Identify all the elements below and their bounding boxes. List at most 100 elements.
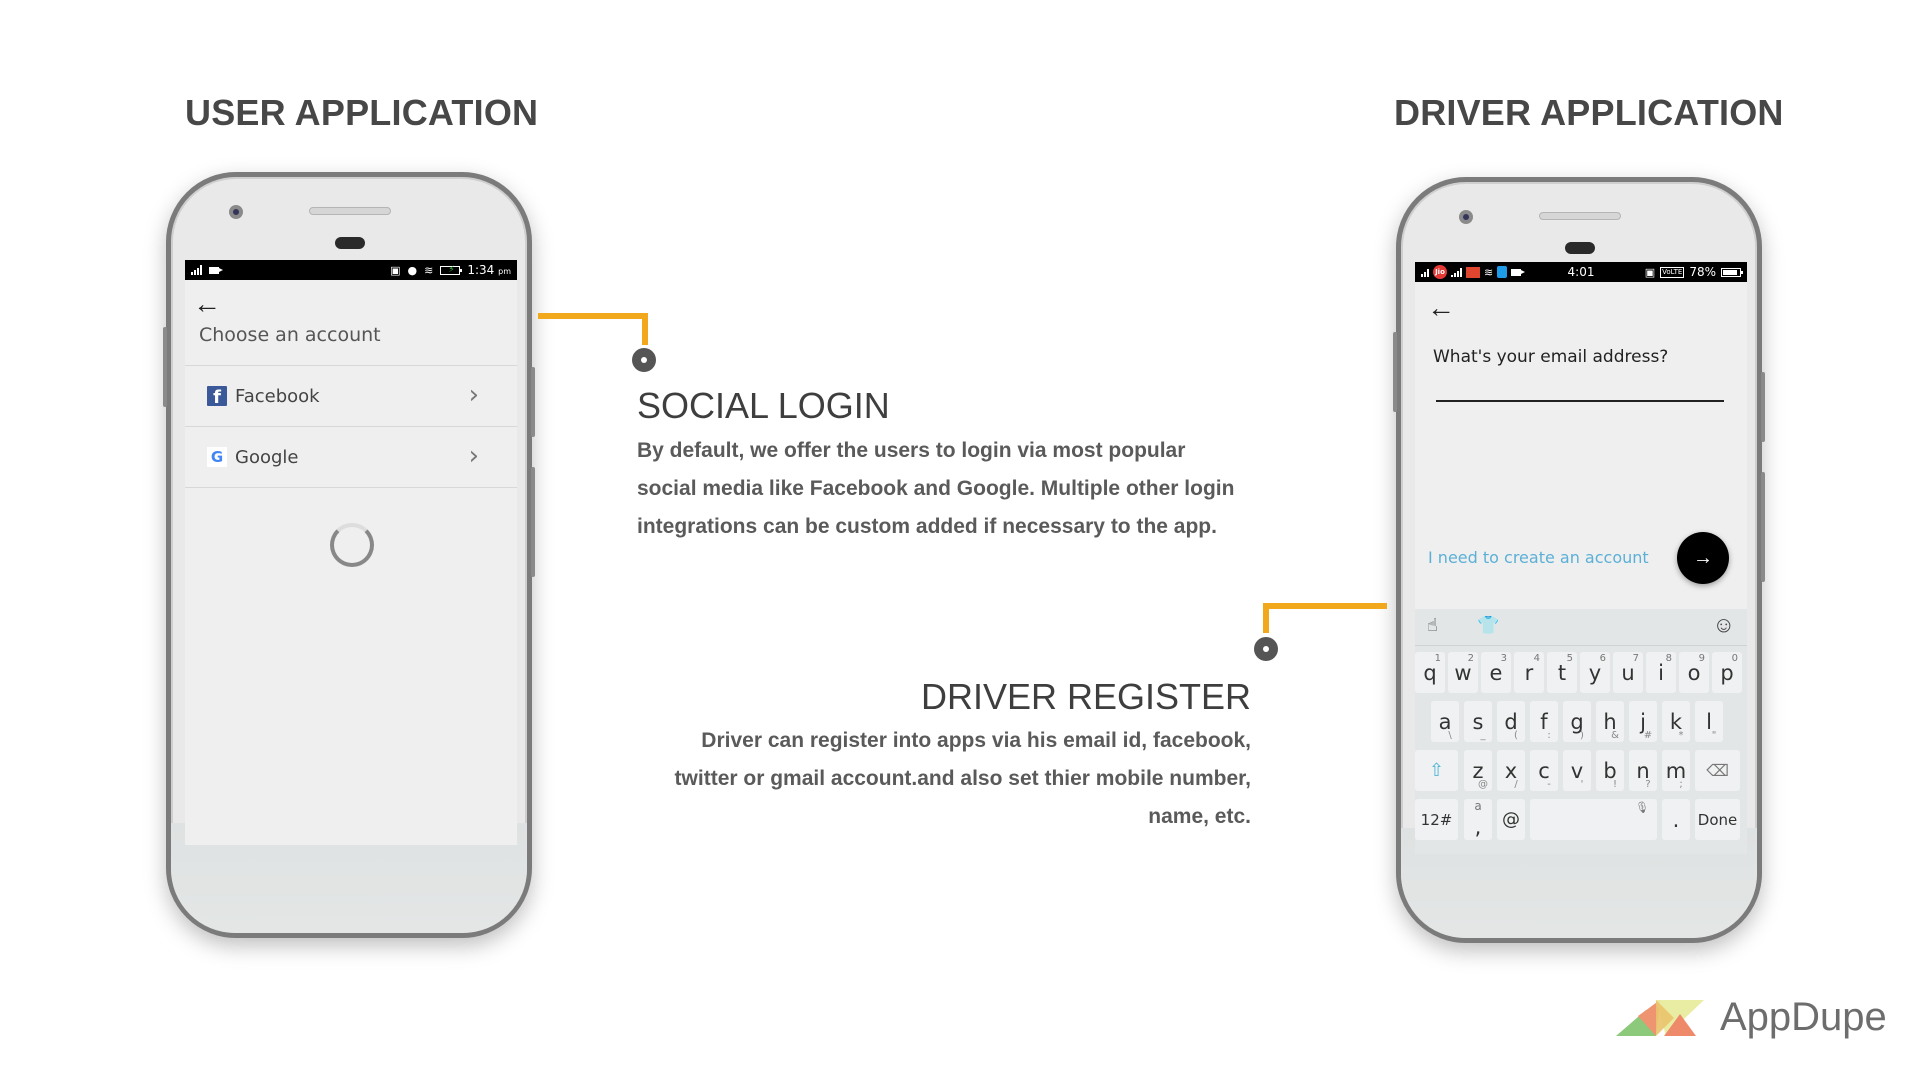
key-hint: 6	[1599, 653, 1606, 664]
earpiece-speaker	[309, 207, 391, 215]
key-hint: 1	[1434, 653, 1441, 664]
key-hint: 7	[1632, 653, 1639, 664]
comma-key[interactable]: a,	[1464, 799, 1492, 840]
gesture-icon[interactable]: ☝	[1427, 615, 1438, 635]
key-b[interactable]: b!	[1596, 750, 1624, 791]
key-g[interactable]: g)	[1563, 701, 1591, 742]
front-camera	[1459, 210, 1473, 224]
key-label: m	[1665, 758, 1687, 783]
back-arrow-icon[interactable]: ←	[1427, 292, 1455, 323]
mail-icon	[1466, 266, 1480, 278]
key-j[interactable]: j#	[1629, 701, 1657, 742]
key-sub: /	[1514, 779, 1518, 790]
shift-key[interactable]: ⇧	[1415, 750, 1458, 791]
signal-icon	[191, 265, 202, 275]
key-z[interactable]: z@	[1464, 750, 1492, 791]
back-arrow-icon[interactable]: ←	[193, 288, 221, 319]
theme-icon[interactable]: 👕	[1477, 615, 1500, 635]
key-sub: ?	[1645, 779, 1651, 790]
divider	[185, 487, 517, 488]
key-sub: "	[1711, 730, 1717, 741]
key-label: Done	[1697, 810, 1738, 829]
period-key[interactable]: .	[1662, 799, 1690, 840]
description-line: integrations can be custom added if nece…	[637, 515, 1217, 538]
connector-dot	[1254, 637, 1278, 661]
key-label: j	[1640, 709, 1646, 734]
key-s[interactable]: s_	[1464, 701, 1492, 742]
key-n[interactable]: n?	[1629, 750, 1657, 791]
key-label: v	[1570, 758, 1584, 783]
user-screen: ▣ ● ≋ ⚡ 1:34 pm ← Choose an account f Fa…	[185, 260, 517, 845]
numbers-key[interactable]: 12#	[1415, 799, 1458, 840]
key-v[interactable]: v'	[1563, 750, 1591, 791]
social-login-title: SOCIAL LOGIN	[637, 385, 890, 426]
description-line: name, etc.	[1148, 805, 1251, 828]
key-label: k	[1669, 709, 1683, 734]
key-d[interactable]: d(	[1497, 701, 1525, 742]
key-k[interactable]: k*	[1662, 701, 1690, 742]
side-button	[1761, 472, 1765, 582]
key-label: s	[1472, 709, 1484, 734]
microphone-icon: 🎙	[1635, 801, 1649, 814]
battery-charging-icon: ⚡	[440, 265, 463, 275]
account-row-facebook[interactable]: f Facebook ›	[185, 366, 517, 426]
loading-spinner	[330, 523, 374, 567]
backspace-icon: ⌫	[1706, 761, 1729, 780]
key-hint: 8	[1665, 653, 1672, 664]
status-bar: Jio ≋ 4:01 ▣ VoLTE 78%	[1415, 262, 1747, 282]
side-button	[1393, 332, 1397, 412]
account-row-google[interactable]: G Google ›	[185, 427, 517, 487]
key-l[interactable]: l"	[1695, 701, 1723, 742]
key-c[interactable]: c-	[1530, 750, 1558, 791]
key-a[interactable]: a\	[1431, 701, 1459, 742]
user-application-heading: USER APPLICATION	[185, 92, 539, 133]
volte-icon: VoLTE	[1660, 266, 1685, 278]
backspace-key[interactable]: ⌫	[1695, 750, 1740, 791]
video-icon	[209, 266, 223, 274]
jio-icon: Jio	[1433, 265, 1447, 279]
key-sub: *	[1678, 730, 1684, 741]
proximity-sensor	[335, 237, 365, 249]
key-label: i	[1658, 660, 1664, 685]
signal-icon	[1451, 267, 1462, 277]
location-icon: ●	[407, 263, 418, 277]
cast-icon: ▣	[1644, 265, 1656, 279]
key-f[interactable]: f:	[1530, 701, 1558, 742]
key-label: .	[1672, 807, 1680, 832]
side-button	[531, 467, 535, 577]
facebook-icon: f	[207, 386, 227, 407]
key-m[interactable]: m;	[1662, 750, 1690, 791]
create-account-link[interactable]: I need to create an account	[1428, 548, 1649, 567]
key-sub: -	[1547, 779, 1551, 790]
at-key[interactable]: @	[1497, 799, 1525, 840]
key-hint: 2	[1467, 653, 1474, 664]
brand-name: AppDupe	[1720, 995, 1887, 1039]
user-phone-mockup: ▣ ● ≋ ⚡ 1:34 pm ← Choose an account f Fa…	[163, 172, 535, 938]
key-x[interactable]: x/	[1497, 750, 1525, 791]
key-hint: 9	[1698, 653, 1705, 664]
wifi-icon: ≋	[424, 263, 434, 277]
space-key[interactable]: 🎙	[1530, 799, 1657, 840]
key-h[interactable]: h&	[1596, 701, 1624, 742]
chevron-right-icon: ›	[468, 441, 479, 471]
email-input[interactable]	[1436, 372, 1724, 402]
signal-icon	[1421, 267, 1429, 277]
key-sub: @	[1478, 779, 1488, 790]
done-key[interactable]: Done	[1695, 799, 1740, 840]
next-button[interactable]: →	[1677, 532, 1729, 584]
connector-line	[1263, 603, 1269, 633]
emoji-icon[interactable]: ☺	[1712, 612, 1735, 637]
account-label: Google	[235, 446, 299, 468]
side-button	[531, 367, 535, 437]
